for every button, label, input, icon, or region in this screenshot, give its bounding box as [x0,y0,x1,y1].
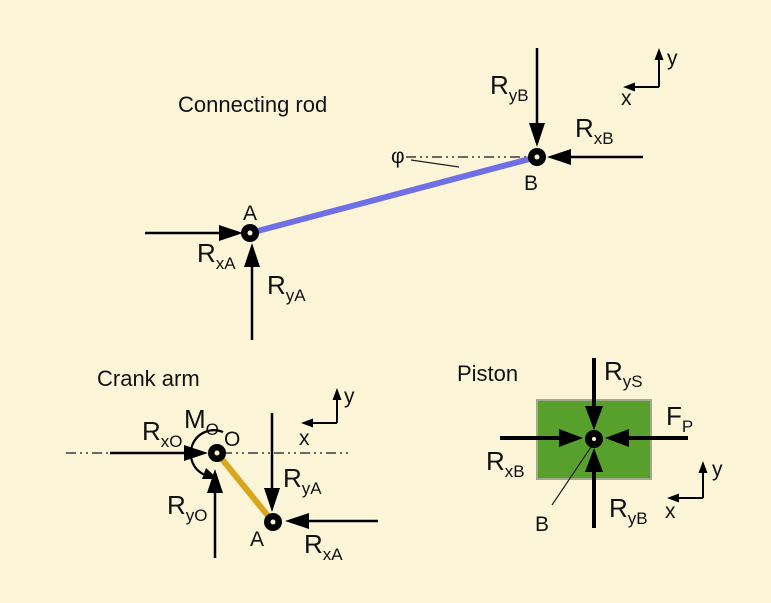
rod-force-rxa-label: RxA [197,238,236,273]
piston-force-rxb-arrowhead-icon [559,429,583,447]
crank-force-rya-label: RyA [283,463,322,498]
piston-force-rys-label: RyS [604,356,643,391]
rod-force-rxb-arrowhead-icon [547,149,571,165]
crank-force-rxa-label: RxA [304,529,343,564]
crank-force-rxo-label: RxO [142,416,183,451]
crank-axis-x-label: x [299,427,310,450]
crank-axis-x-arrowhead-icon [301,418,313,428]
piston-title: Piston [457,361,518,386]
phi-angle-line-icon [410,159,460,168]
crank-force-rya-arrowhead-icon [264,488,280,512]
rod-axis-y-arrowhead-icon [654,48,664,60]
piston-force-rxb-label: RxB [486,446,525,481]
piston-axis-y-label: y [712,458,723,481]
rod-axis-y-label: y [667,47,678,70]
joint-b-hole-icon [534,154,540,160]
crank-force-rxo-arrowhead-icon [184,445,208,461]
rod-joint-b-label: B [524,172,538,195]
connecting-rod-diagram: Connecting rod φ RxA RyA RyB RxB A B [145,47,678,340]
rod-force-rya-arrowhead-icon [244,243,260,267]
piston-axis-y-arrowhead-icon [698,461,708,473]
crank-force-ryo-label: RyO [167,490,208,525]
joint-o-hole-icon [214,450,220,456]
rod-force-ryb-arrowhead-icon [529,123,545,147]
phi-label: φ [391,145,405,168]
rod-force-ryb-label: RyB [490,70,529,105]
crank-axes-icon: y x [299,385,355,450]
crank-moment-label: MO [184,404,219,439]
rod-joint-a-label: A [243,202,257,225]
rod-force-rxa-arrowhead-icon [219,225,243,241]
piston-force-fp-arrowhead-icon [605,429,629,447]
crank-axis-y-label: y [344,385,355,408]
crank-axis-y-arrowhead-icon [332,388,342,400]
crank-arm-diagram: Crank arm MO RxO RyO RyA RxA O A [66,366,378,564]
joint-a-hole-icon [247,230,253,236]
piston-joint-b-label: B [535,513,549,536]
moment-arc-icon [189,429,224,477]
piston-force-rys-arrowhead-icon [585,406,603,430]
piston-diagram: Piston RyS FP RxB RyB B y x [457,356,723,536]
rod-axes-icon: y x [621,47,678,110]
piston-joint-b-hole-icon [592,437,596,441]
crank-joint-o-label: O [224,428,240,451]
piston-axis-x-label: x [665,500,676,523]
rod-force-rxb-label: RxB [575,113,614,148]
connecting-rod-link-icon [247,154,540,236]
piston-axis-x-arrowhead-icon [667,493,679,503]
piston-axes-icon: y x [665,458,723,523]
piston-force-ryb-label: RyB [609,493,648,528]
piston-force-fp-label: FP [666,401,693,436]
connecting-rod-title: Connecting rod [178,92,327,117]
crank-joint-a-label: A [250,528,264,551]
piston-b-leader-line-icon [551,446,592,506]
rod-axis-x-arrowhead-icon [623,82,635,92]
crank-arm-title: Crank arm [97,366,200,391]
crank-arm-link-icon [214,450,276,525]
crank-force-rxa-arrowhead-icon [285,513,309,529]
piston-force-ryb-arrowhead-icon [585,448,603,472]
crank-joint-a-hole-icon [270,519,276,525]
rod-axis-x-label: x [621,87,632,110]
rod-force-rya-label: RyA [267,270,306,305]
crank-force-ryo-arrowhead-icon [207,469,223,493]
